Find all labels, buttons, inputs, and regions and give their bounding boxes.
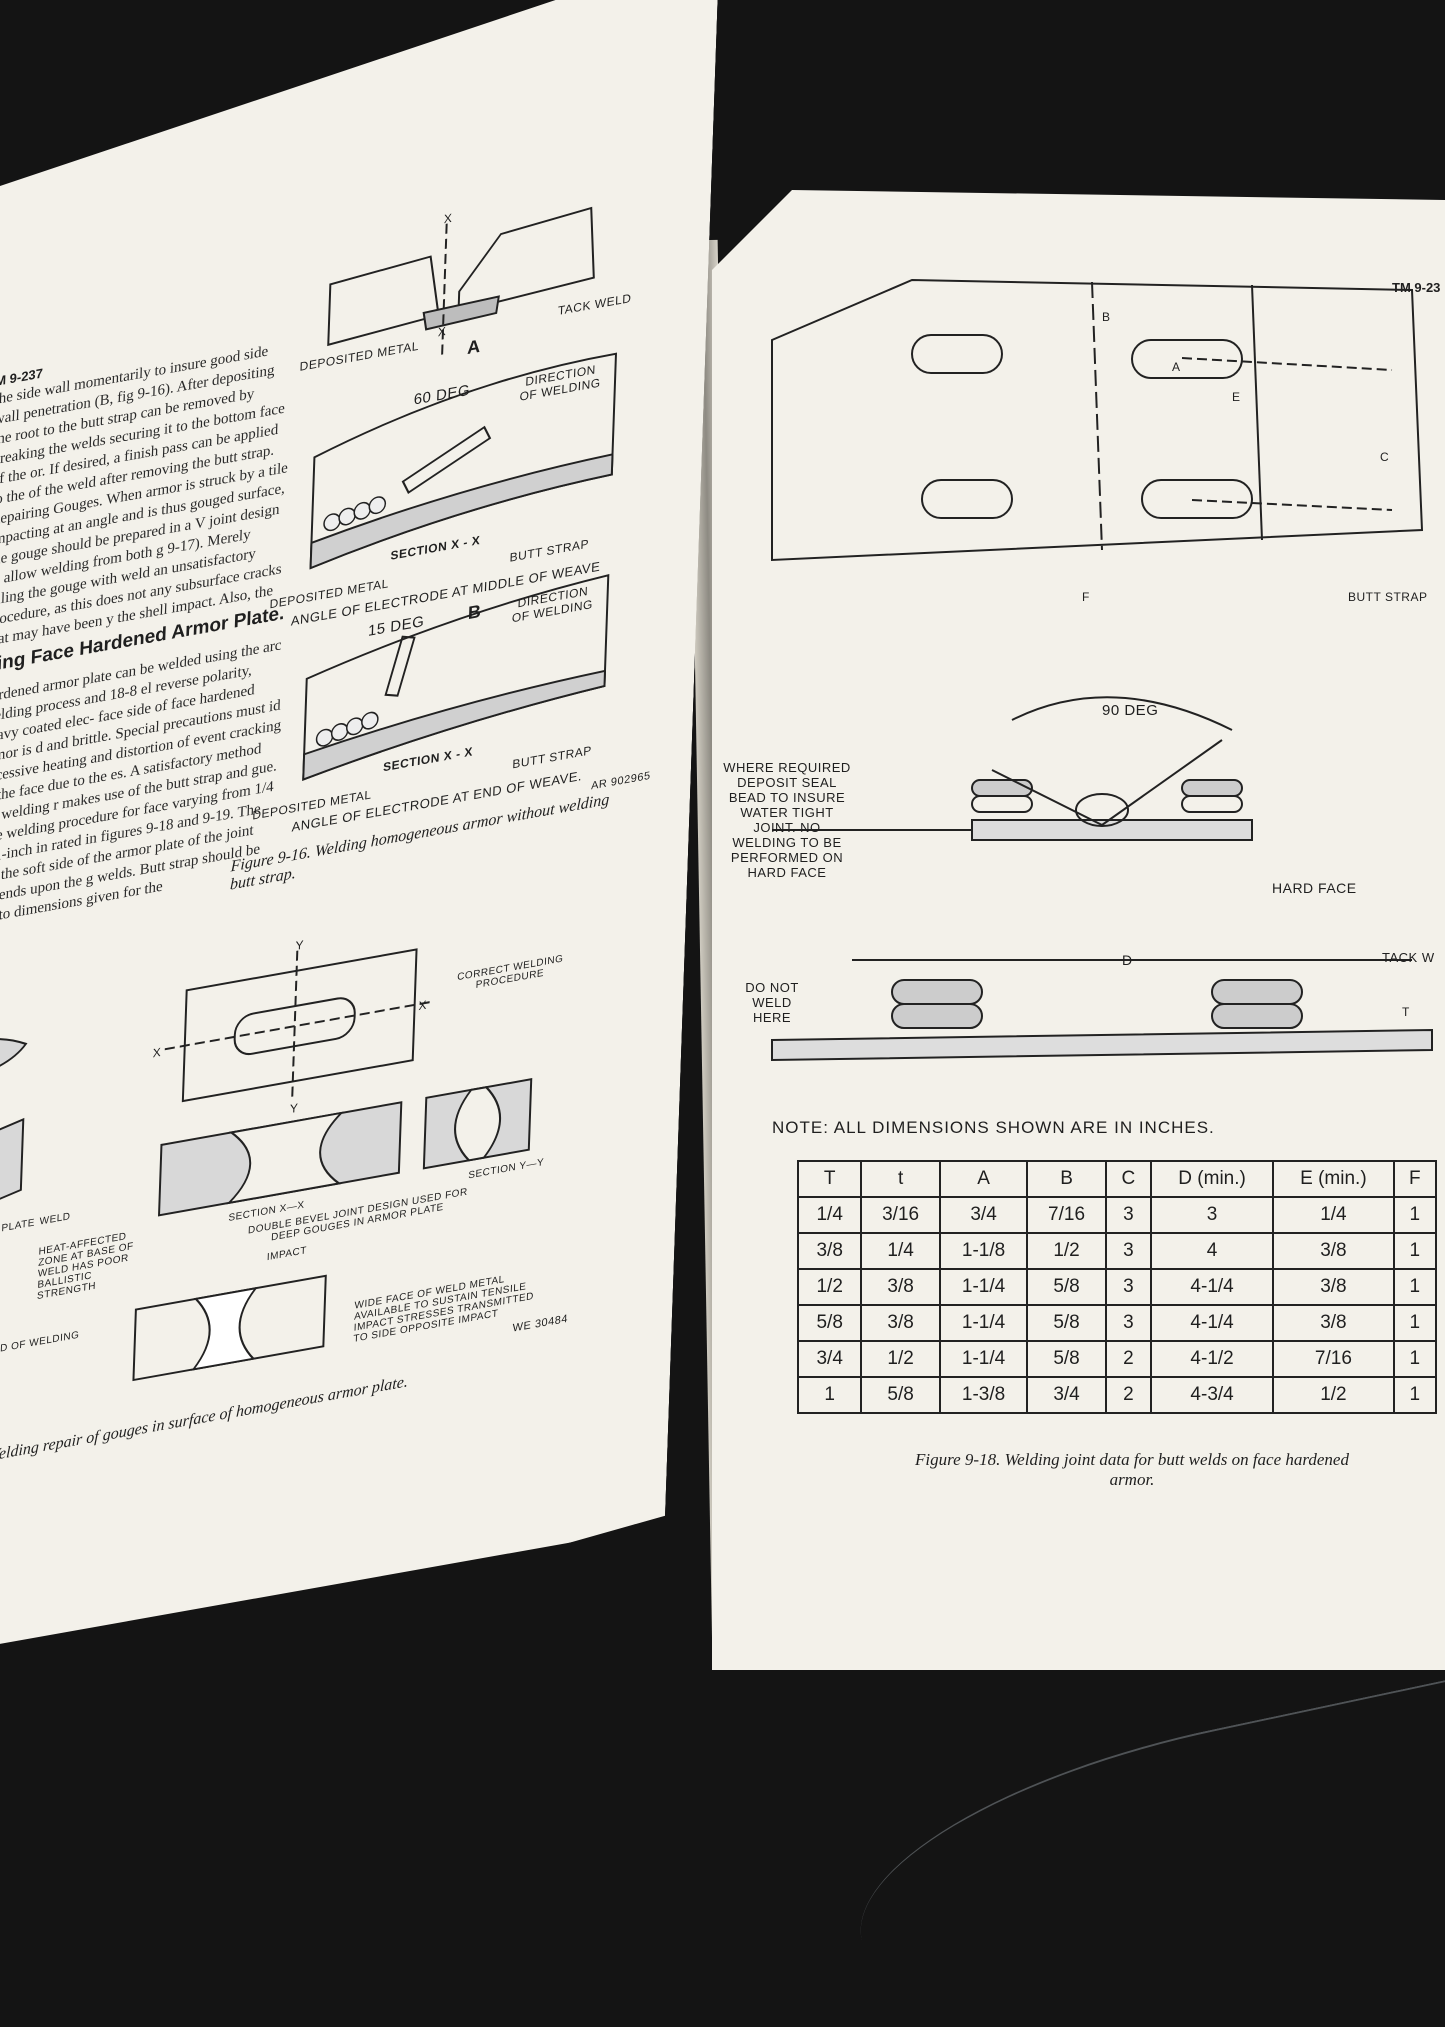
table-cell: 5/8	[860, 1376, 941, 1414]
fig18-label-d: D	[1122, 952, 1133, 968]
table-cell: 1/4	[860, 1232, 941, 1270]
table-cell: 1	[1392, 1376, 1438, 1414]
fig18-tack: TACK W	[1382, 950, 1435, 965]
table-cell: 1-3/8	[938, 1376, 1029, 1414]
table-row: 1/4 3/16 3/4 7/16 3 3 1/4 1	[796, 1196, 1438, 1234]
body-paragraph-2: hardened armor plate can be welded using…	[0, 637, 282, 924]
table-cell: 5/8	[1026, 1340, 1107, 1378]
table-cell: 1/2	[796, 1268, 863, 1306]
table-row: 1/2 3/8 1-1/4 5/8 3 4-1/4 3/8 1	[796, 1268, 1438, 1306]
right-page: TM 9-23 B A E C F BUTT STRAP	[712, 190, 1445, 1670]
fig16-letter-a: A	[466, 335, 481, 359]
table-header-row: T t A B C D (min.) E (min.) F	[796, 1160, 1438, 1198]
table-row: 3/8 1/4 1-1/8 1/2 3 4 3/8 1	[796, 1232, 1438, 1270]
fig18-label-t: t	[1402, 1005, 1410, 1019]
table-cell: 4-1/4	[1150, 1304, 1275, 1342]
table-row: 1 5/8 1-3/8 3/4 2 4-3/4 1/2 1	[796, 1376, 1438, 1414]
table-cell: 4-1/4	[1150, 1268, 1275, 1306]
dimensions-note: NOTE: ALL DIMENSIONS SHOWN ARE IN INCHES…	[772, 1118, 1215, 1137]
table-cell: 1/2	[860, 1340, 941, 1378]
fig16-letter-b: B	[467, 600, 482, 624]
fig17-x-right: X	[418, 997, 428, 1014]
table-header: t	[860, 1160, 941, 1198]
table-cell: 3/8	[860, 1304, 941, 1342]
table-cell: 2	[1104, 1376, 1153, 1414]
table-cell: 1	[1392, 1340, 1438, 1378]
table-cell: 4-1/2	[1150, 1340, 1275, 1378]
fig18-caption: Figure 9-18. Welding joint data for butt…	[915, 1450, 1349, 1489]
fig17-y-top: Y	[295, 937, 305, 954]
fig17-x-left: X	[152, 1044, 162, 1061]
fig18-do-not: DO NOT WELD HERE	[745, 980, 799, 1025]
table-cell: 3/8	[1272, 1268, 1395, 1306]
table-cell: 3/8	[860, 1268, 941, 1306]
joint-data-table: T t A B C D (min.) E (min.) F 1/4 3/16 3…	[796, 1160, 1438, 1414]
table-header: C	[1104, 1160, 1153, 1198]
fig18-seal-note: WHERE REQUIRED DEPOSIT SEAL BEAD TO INSU…	[723, 760, 851, 880]
table-cell: 3	[1104, 1268, 1153, 1306]
table-header: D (min.)	[1150, 1160, 1275, 1198]
table-row: 5/8 3/8 1-1/4 5/8 3 4-1/4 3/8 1	[796, 1304, 1438, 1342]
table-cell: 1/4	[1272, 1196, 1395, 1234]
table-cell: 3/16	[860, 1196, 941, 1234]
right-page-header: TM 9-23	[1392, 280, 1441, 295]
table-cell: 7/16	[1026, 1196, 1107, 1234]
figure-9-16-diagram	[290, 197, 651, 882]
fig16-x-mid-label: X	[437, 323, 447, 340]
table-cell: 1	[1392, 1196, 1438, 1234]
table-cell: 5/8	[1026, 1268, 1107, 1306]
table-cell: 4-3/4	[1150, 1376, 1275, 1414]
fig18-angle: 90 DEG	[1102, 702, 1159, 719]
fig18-label-e: E	[1232, 390, 1241, 404]
table-cell: 1/2	[1026, 1232, 1107, 1270]
plastic-glare	[834, 1674, 1445, 2027]
table-cell: 1-1/4	[938, 1268, 1029, 1306]
table-cell: 3	[1104, 1196, 1153, 1234]
table-cell: 1-1/4	[938, 1304, 1029, 1342]
table-cell: 3/4	[938, 1196, 1029, 1234]
table-cell: 1	[796, 1376, 863, 1414]
table-cell: 1	[1392, 1268, 1438, 1306]
table-cell: 4	[1150, 1232, 1275, 1270]
table-cell: 1	[1392, 1304, 1438, 1342]
table-cell: 3	[1104, 1232, 1153, 1270]
table-cell: 3	[1150, 1196, 1275, 1234]
table-cell: 3/4	[1026, 1376, 1107, 1414]
table-cell: 3/8	[1272, 1304, 1395, 1342]
table-row: 3/4 1/2 1-1/4 5/8 2 4-1/2 7/16 1	[796, 1340, 1438, 1378]
fig18-label-a: A	[1172, 360, 1181, 374]
fig18-hard-face: HARD FACE	[1272, 880, 1357, 896]
fig17-y-bottom: Y	[289, 1100, 299, 1117]
table-cell: 3/8	[796, 1232, 863, 1270]
table-cell: 1/2	[1272, 1376, 1395, 1414]
figure-9-18-plan-diagram	[771, 278, 1424, 562]
table-cell: 2	[1104, 1340, 1153, 1378]
table-header: T	[796, 1160, 863, 1198]
table-cell: 3/4	[796, 1340, 863, 1378]
fig18-butt-strap: BUTT STRAP	[1348, 590, 1428, 604]
table-cell: 1-1/8	[938, 1232, 1029, 1270]
fig18-label-c: C	[1380, 450, 1390, 464]
table-cell: 5/8	[1026, 1304, 1107, 1342]
body-paragraph-1: the side wall momentarily to insure good…	[0, 343, 289, 652]
fig16-x-top-label: X	[443, 210, 453, 227]
table-cell: 5/8	[796, 1304, 863, 1342]
figure-9-17-diagram	[0, 896, 607, 1436]
table-cell: 3/8	[1272, 1232, 1395, 1270]
figure-9-18-section-diagram	[771, 696, 1433, 1062]
table-cell: 3	[1104, 1304, 1153, 1342]
table-header: B	[1026, 1160, 1107, 1198]
fig18-label-f: F	[1082, 590, 1090, 604]
table-header: A	[938, 1160, 1029, 1198]
table-cell: 1/4	[796, 1196, 863, 1234]
fig18-label-b: B	[1102, 310, 1111, 324]
table-cell: 7/16	[1272, 1340, 1395, 1378]
table-header: E (min.)	[1272, 1160, 1395, 1198]
left-page: M 9-237 the side wall momentarily to ins…	[0, 0, 720, 1661]
table-header: F	[1392, 1160, 1438, 1198]
table-cell: 1	[1392, 1232, 1438, 1270]
table-cell: 1-1/4	[938, 1340, 1029, 1378]
